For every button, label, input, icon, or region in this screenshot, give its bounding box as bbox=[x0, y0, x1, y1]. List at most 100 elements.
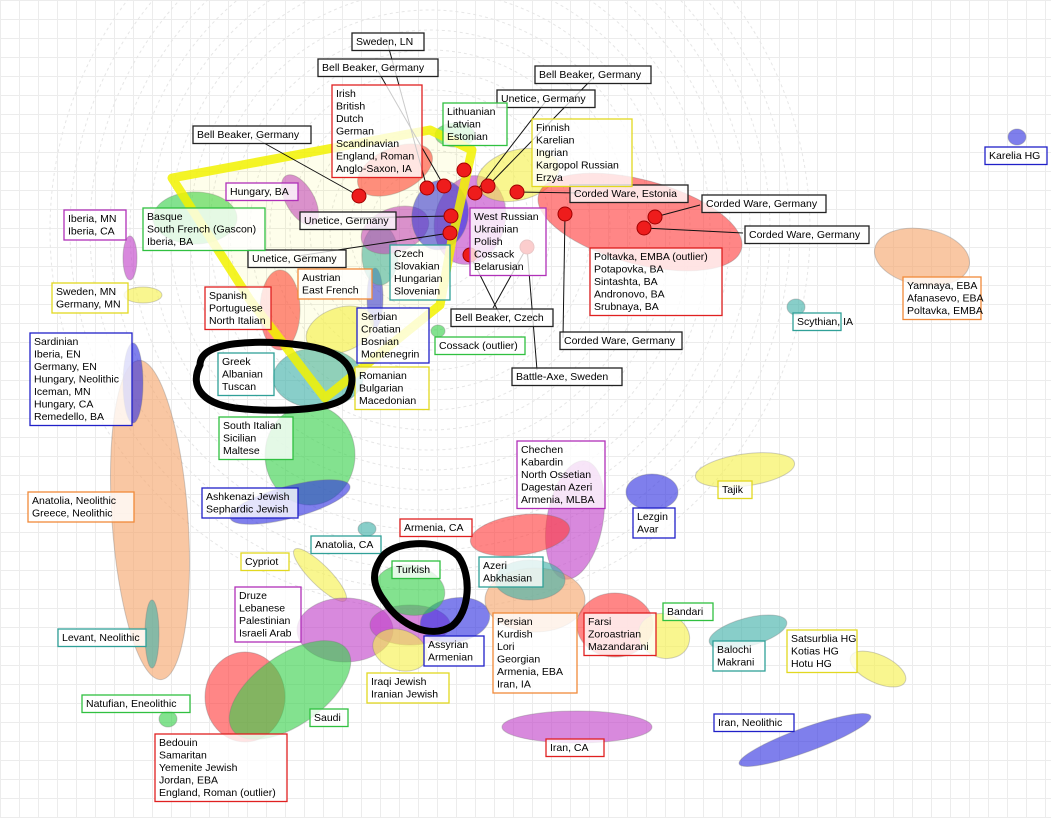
label-text: Kotias HG bbox=[791, 646, 839, 658]
label-natufian: Natufian, Eneolithic bbox=[81, 694, 191, 714]
label-text: Latvian bbox=[447, 119, 481, 131]
label-text: Erzya bbox=[536, 172, 563, 184]
label-box bbox=[317, 58, 439, 78]
label-text: Saudi bbox=[314, 712, 341, 724]
label-iran-neo: Iran, Neolithic bbox=[713, 713, 795, 733]
label-box bbox=[701, 194, 827, 214]
label-text: Iceman, MN bbox=[34, 386, 91, 398]
label-bell-beaker-2: Bell Beaker, Germany bbox=[534, 65, 652, 85]
label-text: Karelian bbox=[536, 135, 575, 147]
label-text: Sintashta, BA bbox=[594, 276, 658, 288]
ring bbox=[309, 109, 551, 351]
label-text: England, Roman bbox=[336, 151, 414, 163]
label-text: Finnish bbox=[536, 122, 570, 134]
label-text: Hungarian bbox=[394, 273, 443, 285]
label-box bbox=[442, 102, 508, 147]
cluster-ellipse bbox=[430, 324, 446, 338]
label-text: Estonian bbox=[447, 131, 488, 143]
label-text: Iran, Neolithic bbox=[718, 717, 782, 729]
label-text: Abkhasian bbox=[483, 573, 532, 585]
label-text: Germany, EN bbox=[34, 361, 97, 373]
label-box bbox=[356, 307, 430, 364]
label-text: Bandari bbox=[667, 606, 703, 618]
label-text: Corded Ware, Estonia bbox=[574, 188, 677, 200]
label-armenia-ca: Armenia, CA bbox=[399, 518, 473, 538]
label-scythian: Scythian, IA bbox=[792, 312, 853, 332]
cluster-ellipse bbox=[122, 235, 138, 281]
label-text: Croatian bbox=[361, 324, 401, 336]
sample-point bbox=[557, 206, 573, 222]
label-box bbox=[902, 276, 982, 321]
label-box bbox=[492, 612, 578, 694]
label-box bbox=[531, 118, 633, 188]
label-text: Ingrian bbox=[536, 147, 568, 159]
label-box bbox=[247, 249, 347, 269]
label-box bbox=[389, 244, 451, 301]
label-text: England, Roman (outlier) bbox=[159, 787, 276, 799]
connector-line bbox=[643, 227, 744, 234]
label-box bbox=[225, 182, 299, 202]
cluster-ellipse bbox=[469, 513, 571, 557]
label-box bbox=[434, 336, 526, 356]
label-text: Bulgarian bbox=[359, 383, 404, 395]
sample-point bbox=[647, 209, 663, 225]
label-box bbox=[713, 713, 795, 733]
label-text: Iberia, BA bbox=[147, 236, 193, 248]
label-text: Iberia, MN bbox=[68, 213, 116, 225]
label-text: Ashkenazi Jewish bbox=[206, 491, 290, 503]
label-text: Assyrian bbox=[428, 639, 468, 651]
label-box bbox=[478, 556, 544, 588]
label-text: Iranian Jewish bbox=[371, 689, 438, 701]
label-box bbox=[234, 586, 302, 643]
label-text: Bell Beaker, Germany bbox=[197, 129, 300, 141]
label-box bbox=[399, 518, 473, 538]
label-text: Scandinavian bbox=[336, 138, 399, 150]
label-box bbox=[142, 207, 266, 252]
label-box bbox=[792, 312, 842, 332]
label-tajik: Tajik bbox=[717, 480, 753, 500]
label-text: Afanasevo, EBA bbox=[907, 293, 983, 305]
label-box bbox=[217, 352, 275, 397]
label-box bbox=[545, 738, 605, 758]
label-box bbox=[366, 672, 450, 704]
label-text: Romanian bbox=[359, 370, 407, 382]
label-text: Sephardic Jewish bbox=[206, 504, 288, 516]
label-box bbox=[309, 708, 349, 728]
label-text: Scythian, IA bbox=[797, 316, 853, 328]
label-box bbox=[469, 207, 547, 277]
label-text: Andronovo, BA bbox=[594, 289, 665, 301]
label-text: Lithuanian bbox=[447, 106, 496, 118]
label-corded-germany-3: Corded Ware, Germany bbox=[559, 331, 683, 351]
label-text: Georgian bbox=[497, 654, 540, 666]
label-box bbox=[29, 332, 133, 427]
sample-point bbox=[443, 208, 459, 224]
label-box bbox=[354, 366, 430, 411]
cluster-ellipse bbox=[501, 710, 653, 744]
label-box bbox=[154, 733, 288, 803]
label-text: Poltavka, EMBA bbox=[907, 305, 983, 317]
label-text: Dutch bbox=[336, 113, 364, 125]
label-box bbox=[391, 560, 441, 580]
label-text: Belarusian bbox=[474, 261, 524, 273]
label-text: Lori bbox=[497, 641, 515, 653]
label-box bbox=[662, 602, 714, 622]
label-text: Iraqi Jewish bbox=[371, 676, 427, 688]
label-text: Bell Beaker, Germany bbox=[322, 62, 425, 74]
sample-point bbox=[456, 162, 472, 178]
label-text: Lezgin bbox=[637, 511, 668, 523]
label-text: Anatolia, Neolithic bbox=[32, 495, 116, 507]
